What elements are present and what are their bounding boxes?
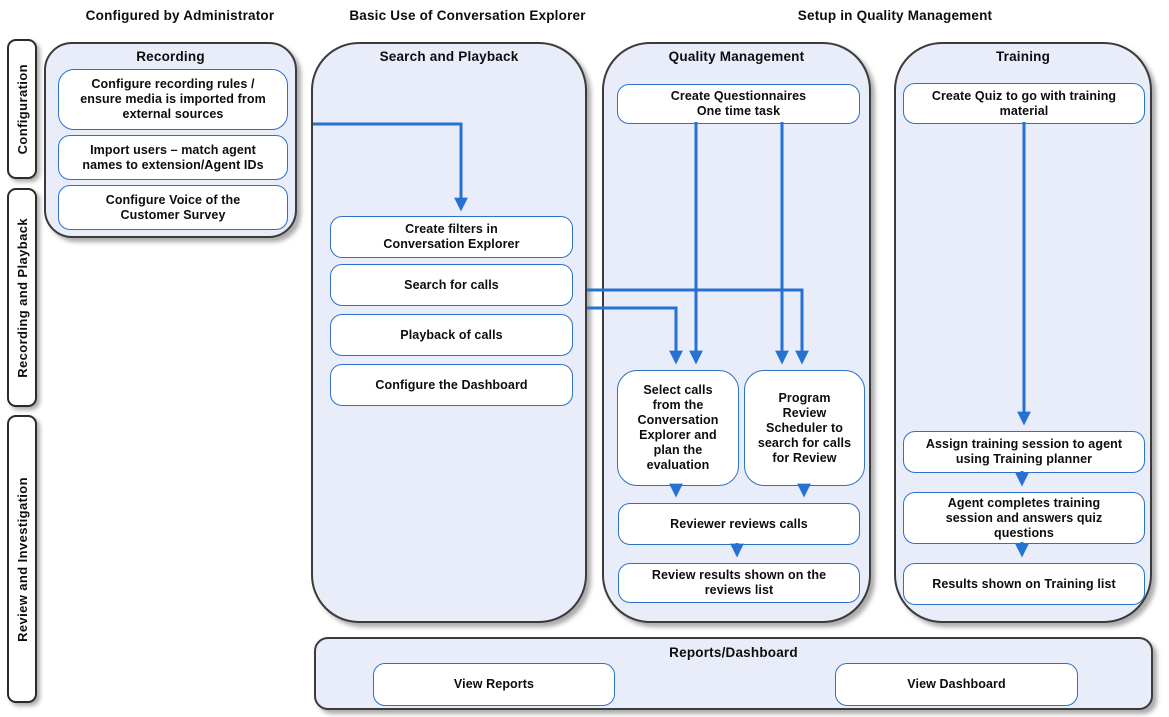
- step-reviewer-reviews-calls: Reviewer reviews calls: [618, 503, 860, 545]
- lane-search-and-playback-title: Search and Playback: [379, 49, 519, 64]
- step-create-filters: Create filters in Conversation Explorer: [330, 216, 573, 258]
- step-configure-the-dashboard: Configure the Dashboard: [330, 364, 573, 406]
- lane-training-title: Training: [995, 49, 1051, 64]
- lane-recording-title: Recording: [136, 49, 205, 64]
- step-create-questionnaires: Create Questionnaires One time task: [617, 84, 860, 124]
- step-agent-completes-training: Agent completes training session and ans…: [903, 492, 1145, 544]
- step-results-training-list: Results shown on Training list: [903, 563, 1145, 605]
- step-configure-voice-of-customer: Configure Voice of the Customer Survey: [58, 185, 288, 230]
- lane-search-and-playback: Search and Playback Create filters in Co…: [311, 42, 587, 623]
- view-reports-button: View Reports: [373, 663, 615, 706]
- phase-label-recording-and-playback: Recording and Playback: [7, 188, 37, 407]
- phase-label-recording-and-playback-text: Recording and Playback: [14, 217, 30, 378]
- header-basic-use-conversation-explorer: Basic Use of Conversation Explorer: [349, 8, 586, 23]
- lane-training: Training Create Quiz to go with training…: [894, 42, 1152, 623]
- lane-quality-management-title: Quality Management: [668, 49, 805, 64]
- step-search-for-calls: Search for calls: [330, 264, 573, 306]
- lane-recording: Recording Configure recording rules / en…: [44, 42, 297, 238]
- step-configure-recording-rules: Configure recording rules / ensure media…: [58, 69, 288, 130]
- step-assign-training-session: Assign training session to agent using T…: [903, 431, 1145, 473]
- step-select-calls-plan-evaluation: Select calls from the Conversation Explo…: [617, 370, 739, 486]
- step-program-review-scheduler: Program Review Scheduler to search for c…: [744, 370, 865, 486]
- lane-reports-dashboard: Reports/Dashboard View Reports View Dash…: [314, 637, 1153, 710]
- lane-quality-management: Quality Management Create Questionnaires…: [602, 42, 871, 623]
- step-create-quiz: Create Quiz to go with training material: [903, 83, 1145, 124]
- view-dashboard-button: View Dashboard: [835, 663, 1078, 706]
- phase-label-review-and-investigation: Review and Investigation: [7, 415, 37, 703]
- phase-label-configuration: Configuration: [7, 39, 37, 179]
- step-playback-of-calls: Playback of calls: [330, 314, 573, 356]
- step-import-users: Import users – match agent names to exte…: [58, 135, 288, 180]
- step-review-results-list: Review results shown on the reviews list: [618, 563, 860, 603]
- header-setup-quality-management: Setup in Quality Management: [797, 8, 993, 23]
- phase-label-review-and-investigation-text: Review and Investigation: [14, 476, 30, 642]
- lane-reports-dashboard-title: Reports/Dashboard: [669, 645, 798, 660]
- header-configured-by-administrator: Configured by Administrator: [85, 8, 275, 23]
- phase-label-configuration-text: Configuration: [14, 63, 30, 155]
